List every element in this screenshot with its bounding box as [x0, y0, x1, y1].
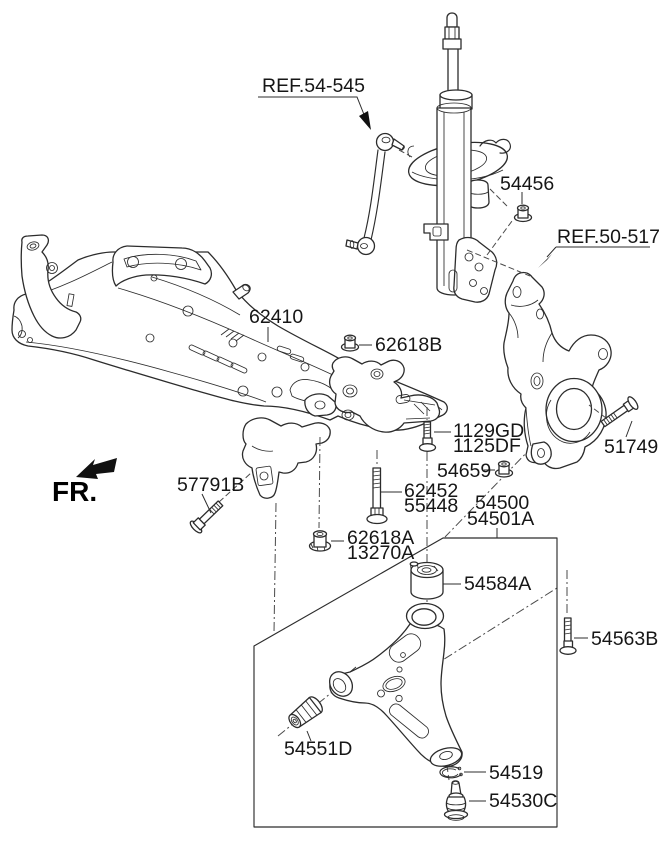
arm-assembly-box [253, 537, 558, 828]
label-arm-bushing-front: 54551D [284, 738, 352, 760]
snap-ring-drawing [439, 766, 463, 779]
bolt-1129gd [418, 421, 437, 452]
bolt-54563b [559, 617, 577, 655]
stabilizer-link-drawing [345, 132, 405, 256]
crossmember-pipe [232, 283, 251, 300]
label-bracket-bolt-b: 1125DF [453, 435, 521, 457]
label-crossmember: 62410 [249, 306, 303, 328]
label-knuckle-bolt: 51749 [604, 436, 658, 458]
lower-control-arm-drawing [328, 602, 463, 768]
bolt-62452 [366, 467, 388, 525]
label-mount-bolt-b: 55448 [404, 495, 458, 517]
rear-bushing-drawing [409, 561, 444, 600]
label-bracket-bolt-a: 1129GD [453, 420, 524, 442]
arm-front-bore [328, 671, 354, 697]
labels: REF.54-545 54456 REF.50-517 62410 62618B… [52, 75, 660, 812]
bolt-51749 [600, 396, 639, 428]
label-arm-assembly-a: 54500 [475, 492, 529, 514]
label-mount-nut-b: 13270A [347, 542, 414, 564]
strut-assembly-drawing [407, 12, 511, 303]
bolt-57791b [189, 500, 224, 534]
label-crossmember-bolt: 57791B [177, 474, 244, 496]
crossmember-lower-bracket [241, 417, 331, 499]
label-ref-lower: REF.50-517 [557, 226, 660, 248]
label-arm-assembly-b: 54501A [467, 508, 534, 530]
label-mount-bolt-a: 62452 [404, 480, 458, 502]
nut-62618a [308, 530, 332, 552]
label-mount-nut-a: 62618A [347, 527, 414, 549]
nut-54659 [494, 460, 514, 478]
label-arm-bushing-rear: 54584A [464, 573, 531, 595]
label-balljoint-bolt: 54563B [591, 628, 658, 650]
front-bushing-drawing [288, 696, 323, 729]
label-snap-ring: 54519 [489, 762, 543, 784]
label-ball-joint: 54530C [489, 790, 557, 812]
label-ref-upper: REF.54-545 [262, 75, 365, 97]
nut-62618b [340, 334, 360, 352]
label-bracket-nut: 62618B [375, 334, 442, 356]
ref-upper-arrowhead [359, 111, 371, 130]
front-direction-arrow [76, 458, 117, 479]
ref-lower-arrowhead [538, 254, 552, 268]
leader-lines [201, 96, 650, 802]
ball-joint-drawing [443, 780, 469, 821]
label-front-marker: FR. [52, 476, 97, 507]
arm-balljoint-pad [429, 747, 463, 767]
label-knuckle-nut: 54659 [437, 460, 491, 482]
steering-knuckle-drawing [503, 271, 612, 470]
engine-mount-bracket-drawing [329, 356, 441, 433]
crossmember-left-tower [20, 234, 82, 339]
label-strut-nut: 54456 [500, 173, 554, 195]
nut-54456 [513, 204, 533, 223]
